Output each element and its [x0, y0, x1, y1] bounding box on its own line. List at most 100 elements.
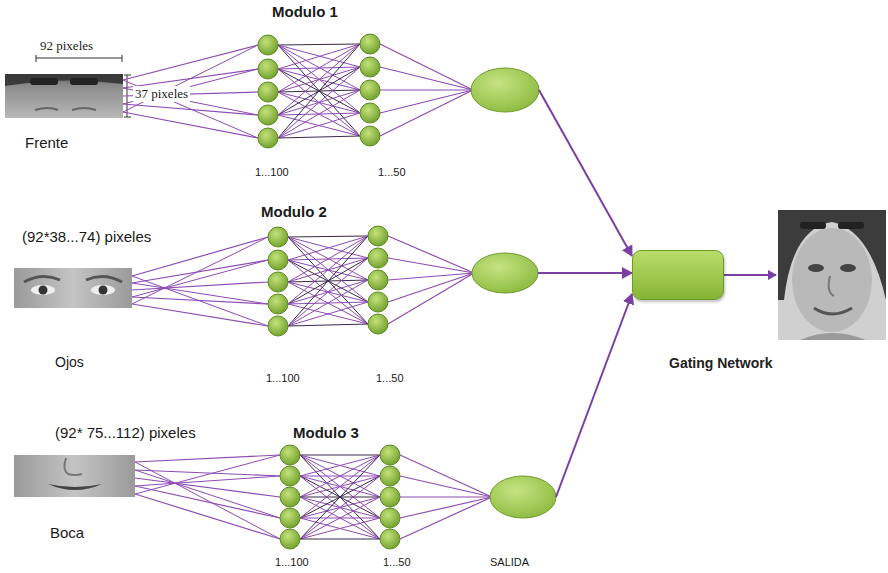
- hidden-line: [300, 455, 380, 539]
- input-line: [135, 470, 280, 518]
- mouth-image: [14, 455, 135, 497]
- neuron: [258, 59, 278, 79]
- input-line: [132, 304, 268, 326]
- neuron: [380, 508, 400, 528]
- module-heading: Modulo 2: [261, 203, 327, 220]
- hidden-line: [288, 236, 368, 260]
- input-line: [132, 297, 268, 304]
- neuron: [368, 314, 388, 334]
- dimension-label: (92*38...74) pixeles: [22, 228, 151, 245]
- neuron-layer: [280, 445, 556, 549]
- output-line: [400, 496, 492, 497]
- connection-lines: [123, 44, 473, 138]
- output-line: [388, 236, 474, 273]
- output-line: [380, 67, 473, 90]
- connection-lines: [135, 455, 492, 539]
- hidden-line: [300, 455, 380, 497]
- output-line: [388, 273, 474, 324]
- hidden-line: [278, 67, 360, 138]
- part-label: Frente: [25, 134, 68, 151]
- gating-label: Gating Network: [669, 355, 772, 371]
- hidden-line: [300, 518, 380, 539]
- hidden-line: [300, 497, 380, 539]
- neuron: [380, 529, 400, 549]
- layer-size: 1...100: [255, 166, 289, 178]
- gating-box: Gating Network: [632, 250, 724, 300]
- neuron: [360, 80, 380, 100]
- dimension-lines: [36, 55, 131, 117]
- hidden-line: [278, 44, 360, 92]
- hidden-line: [300, 476, 380, 539]
- output-face-image: [778, 210, 886, 340]
- hidden-line: [278, 90, 360, 138]
- hidden-line: [300, 455, 380, 518]
- neuron: [280, 508, 300, 528]
- arrow-connector: [556, 294, 632, 497]
- output-line: [400, 476, 492, 497]
- module-region: Modulo 1: [240, 0, 539, 180]
- neuron: [368, 292, 388, 312]
- eyes-image: [14, 268, 132, 308]
- output-line: [388, 258, 474, 273]
- neuron: [258, 82, 278, 102]
- neuron-layer: [258, 34, 539, 148]
- input-line: [135, 470, 280, 476]
- output-neuron: [472, 253, 538, 293]
- input-line: [123, 69, 258, 104]
- hidden-line: [278, 44, 360, 138]
- neuron: [360, 103, 380, 123]
- output-line: [380, 90, 473, 113]
- hidden-line: [288, 236, 368, 304]
- hidden-line: [300, 455, 380, 476]
- output-line: [388, 273, 474, 302]
- layer-size: 1...50: [378, 166, 406, 178]
- neuron: [280, 445, 300, 465]
- hidden-line: [300, 455, 380, 518]
- arrow-connector: [539, 90, 632, 256]
- input-line: [123, 104, 258, 115]
- module-region: Modulo 3: [255, 425, 556, 569]
- part-label: Ojos: [55, 354, 84, 370]
- output-line: [400, 497, 492, 518]
- neuron: [280, 487, 300, 507]
- neuron: [368, 270, 388, 290]
- hidden-line: [278, 44, 360, 115]
- output-neuron: [490, 476, 556, 518]
- input-line: [135, 486, 280, 518]
- arrow-connector: [538, 272, 632, 274]
- neuron: [368, 248, 388, 268]
- hidden-line: [288, 280, 368, 326]
- output-line: [400, 497, 492, 539]
- dimension-label: 92 pixeles: [40, 38, 93, 54]
- hidden-line: [300, 518, 380, 539]
- layer-size: 1...100: [266, 372, 300, 384]
- neuron: [268, 250, 288, 270]
- output-neuron: [471, 68, 539, 112]
- layer-size: 1...50: [376, 372, 404, 384]
- neuron: [280, 466, 300, 486]
- output-line: [380, 44, 473, 90]
- dimension-label: 37 pixeles: [133, 86, 190, 102]
- layer-size: 1...50: [383, 556, 411, 568]
- neuron: [268, 227, 288, 247]
- hidden-line: [278, 44, 360, 69]
- input-line: [135, 476, 280, 486]
- input-line: [135, 462, 280, 539]
- neuron: [360, 57, 380, 77]
- neuron-layer: [268, 226, 538, 336]
- neuron: [268, 316, 288, 336]
- input-line: [135, 494, 280, 539]
- neuron: [258, 105, 278, 125]
- hidden-line: [278, 113, 360, 138]
- output-arrow: [724, 274, 776, 276]
- layer-size: 1...100: [275, 556, 309, 568]
- output-line: [388, 273, 474, 280]
- input-line: [132, 260, 268, 297]
- hidden-line: [288, 324, 368, 326]
- input-line: [132, 260, 268, 283]
- neuron: [280, 529, 300, 549]
- neuron: [360, 34, 380, 54]
- output-label: SALIDA: [490, 556, 529, 568]
- module-heading: Modulo 3: [293, 424, 359, 441]
- neuron: [268, 294, 288, 314]
